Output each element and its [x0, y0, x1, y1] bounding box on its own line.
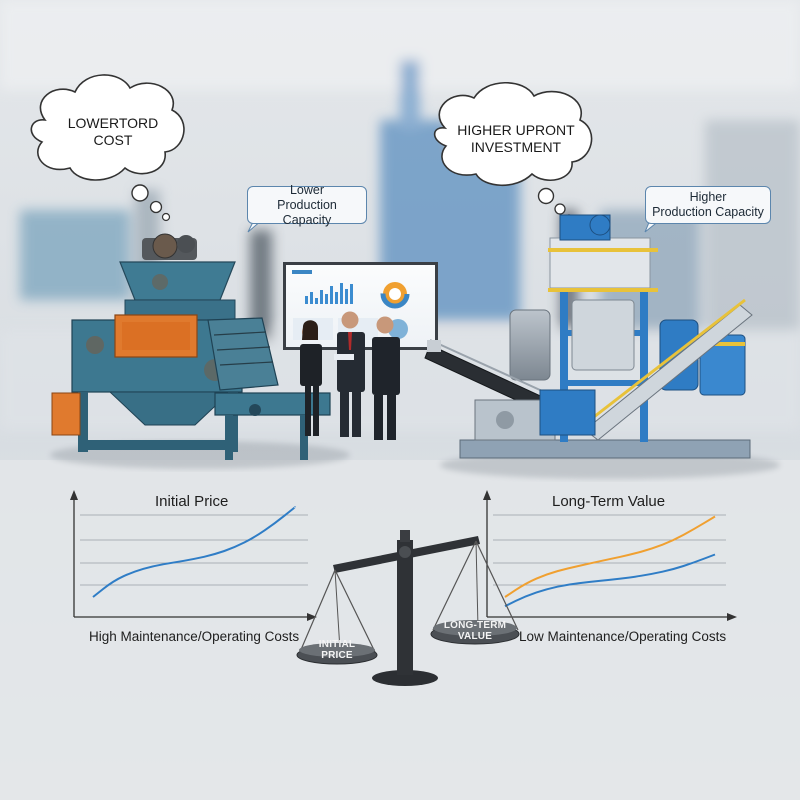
chart-long-term-value: [483, 490, 737, 621]
callout-label-left: Lower Production Capacity: [277, 182, 337, 227]
business-people: [300, 311, 400, 440]
thought-bubble-left: [30, 74, 185, 222]
series-line-initial-price: [92, 506, 296, 598]
callout-higher-capacity: Higher Production Capacity: [645, 186, 771, 224]
new-machine: [424, 214, 780, 479]
thought-label-right: HIGHER UPRONT INVESTMENT: [457, 122, 575, 155]
old-machine: [50, 233, 350, 469]
thought-text-right: HIGHER UPRONT INVESTMENT: [446, 116, 586, 162]
pan-text-long-term-value: LONG-TERM VALUE: [443, 620, 507, 642]
thought-text-left: LOWERTORD COST: [48, 108, 178, 156]
thought-label-left: LOWERTORD COST: [67, 115, 159, 148]
pan-text-initial-price: INITIAL PRICE: [318, 639, 356, 661]
chart-title-initial-price: Initial Price: [155, 493, 229, 510]
series-line-long-term-orange: [504, 515, 716, 598]
balance-scale: [296, 530, 520, 686]
chart-initial-price: [70, 490, 317, 621]
callout-lower-capacity: Lower Production Capacity: [247, 183, 367, 227]
pan-label-long-term-value: LONG-TERM VALUE: [437, 620, 513, 642]
callout-label-right: Higher Production Capacity: [652, 190, 764, 219]
cost-label-low: Low Maintenance/Operating Costs: [519, 629, 727, 644]
chart-title-long-term-value: Long-Term Value: [552, 493, 666, 510]
cost-label-high: High Maintenance/Operating Costs: [89, 629, 300, 644]
pan-label-initial-price: INITIAL PRICE: [307, 639, 367, 661]
series-line-long-term-blue: [504, 553, 716, 608]
thought-bubble-right: [433, 81, 593, 222]
